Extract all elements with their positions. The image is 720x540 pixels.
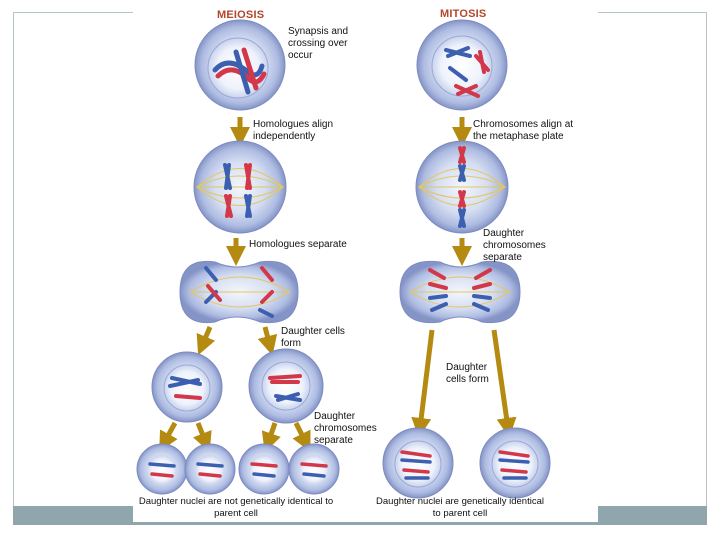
label-synapsis: Synapsis and crossing over occur [288,26,349,61]
meiosis-prophase-cell [194,19,286,111]
meiosis-heading: MEIOSIS [217,9,265,21]
label-mitosis-chrom-separate: Daughter chromosomes separate [483,228,546,263]
mitosis-metaphase-cell [415,140,509,234]
footer-meiosis: Daughter nuclei are not genetically iden… [138,496,334,519]
meiosis-nucleus-3 [238,443,290,495]
mitosis-arrow-3b [491,329,517,438]
right-frame-line [706,12,707,506]
top-frame-line-right [598,12,707,13]
mitosis-heading: MITOSIS [440,8,487,20]
meiosis-daughter-cell-left [151,351,223,423]
mitosis-anaphase-cell [399,260,521,324]
meiosis-arrow-3b [257,326,278,356]
label-meiosis-chrom-separate: Daughter chromosomes separate [314,411,377,446]
mitosis-daughter-cell-right [479,427,551,499]
meiosis-arrow-3a [196,326,216,356]
meiosis-metaphase1-cell [193,140,287,234]
meiosis-nucleus-2 [184,443,236,495]
label-meiosis-daughter-cells: Daughter cells form [281,326,345,349]
meiosis-daughter-cell-right [248,348,324,424]
meiosis-nucleus-1 [136,443,188,495]
left-frame-line [13,12,14,506]
label-chromosomes-align: Chromosomes align at the metaphase plate [473,119,574,142]
mitosis-arrow-3a [411,329,435,438]
meiosis-arrow-4c [261,422,281,453]
footer-mitosis: Daughter nuclei are genetically identica… [376,496,544,519]
label-mitosis-daughter-cells: Daughter cells form [446,362,489,385]
label-homologues-separate: Homologues separate [249,239,347,250]
label-homologues-align: Homologues align independently [253,119,334,142]
meiosis-anaphase1-cell [179,260,299,324]
meiosis-arrow-4a [159,421,178,452]
meiosis-nucleus-4 [288,443,340,495]
meiosis-arrow-4d [292,421,311,452]
mitosis-prophase-cell [416,19,508,111]
mitosis-daughter-cell-left [382,427,454,499]
meiosis-arrow-4b [193,422,212,453]
top-frame-line-left [13,12,133,13]
